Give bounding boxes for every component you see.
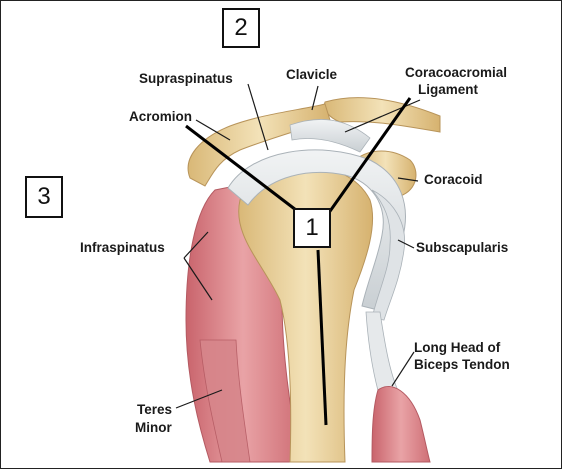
label-biceps-line1: Long Head of <box>414 340 501 355</box>
biceps-muscle <box>371 386 431 463</box>
label-biceps-line2: Biceps Tendon <box>414 357 510 372</box>
label-teres-line2: Minor <box>135 420 172 435</box>
label-subscapularis: Subscapularis <box>416 240 509 255</box>
label-teres-line1: Teres <box>137 402 173 417</box>
label-supraspinatus: Supraspinatus <box>139 71 233 86</box>
label-coracoacromial-line2: Ligament <box>418 82 479 97</box>
number-box-2: 2 <box>222 8 260 48</box>
number-box-3: 3 <box>25 176 63 218</box>
number-box-1: 1 <box>293 208 331 248</box>
box1-pointer-lines <box>185 97 412 426</box>
label-acromion: Acromion <box>129 109 193 124</box>
subscapularis-muscle <box>371 189 406 321</box>
biceps-tendon <box>365 311 401 399</box>
label-coracoid: Coracoid <box>424 172 483 187</box>
teres-minor-muscle <box>199 339 251 463</box>
leader-lines <box>175 83 421 409</box>
label-coracoacromial-line1: Coracoacromial <box>405 65 508 80</box>
coracoacromial-ligament <box>289 119 371 153</box>
label-infraspinatus: Infraspinatus <box>80 240 165 255</box>
label-clavicle: Clavicle <box>286 67 338 82</box>
humerus-bone <box>238 165 374 463</box>
clavicle-bone <box>323 97 441 133</box>
